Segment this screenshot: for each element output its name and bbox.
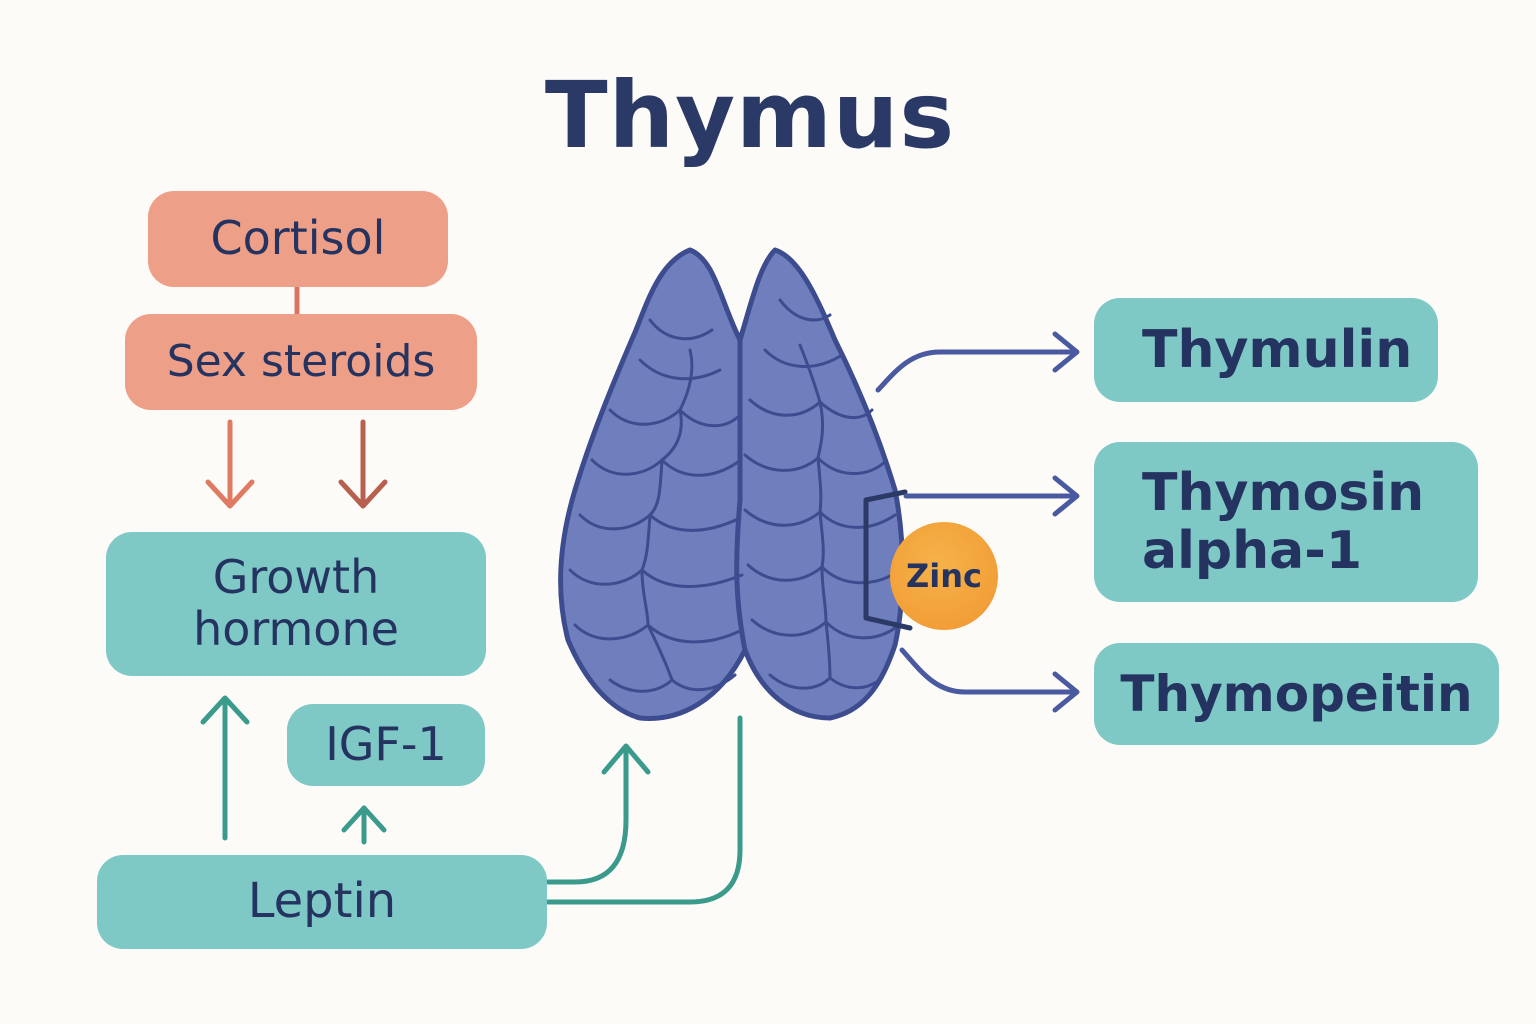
- thymus-left-lobe: [558, 247, 748, 721]
- sex-steroids-label: Sex steroids: [166, 336, 436, 388]
- igf1-label: IGF-1: [325, 717, 447, 772]
- thymus-to-thymopoietin-arrow: [899, 647, 1080, 713]
- thymus-to-thymulin-arrow: [875, 331, 1080, 393]
- thymus-gland-icon: [558, 247, 913, 721]
- igf1-box: IGF-1: [287, 704, 485, 786]
- zinc-badge: Zinc: [890, 522, 998, 630]
- leptin-box: Leptin: [97, 855, 547, 949]
- zinc-bracket: [863, 489, 913, 631]
- thymulin-label: Thymulin: [1142, 319, 1413, 380]
- leptin-to-thymus-arrowhead: [601, 743, 651, 775]
- cortisol-label: Cortisol: [210, 211, 386, 266]
- leptin-to-thymus-arrow: [545, 745, 629, 885]
- sex-steroids-down-arrow-left: [205, 419, 255, 509]
- thymulin-box: Thymulin: [1094, 298, 1438, 402]
- growth-hormone-label-line1: Growth: [212, 550, 380, 605]
- zinc-label: Zinc: [906, 557, 982, 595]
- leptin-to-igf1-arrow: [341, 805, 387, 845]
- thymosin-alpha-1-box: Thymosin alpha-1: [1094, 442, 1478, 602]
- diagram-title: Thymus: [544, 62, 956, 169]
- leptin-label: Leptin: [247, 873, 397, 930]
- sex-steroids-down-arrow-right: [338, 419, 388, 509]
- cortisol-box: Cortisol: [148, 191, 448, 287]
- leptin-to-growth-hormone-arrow: [200, 695, 250, 841]
- leptin-to-thymus-curve: [545, 715, 743, 905]
- thymus-to-thymosin-arrow: [903, 475, 1080, 517]
- growth-hormone-box: Growth hormone: [106, 532, 486, 676]
- thymosin-label-line2: alpha-1: [1142, 521, 1363, 581]
- sex-steroids-box: Sex steroids: [125, 314, 477, 410]
- thymosin-label-line1: Thymosin: [1142, 462, 1425, 523]
- thymopoietin-box: Thymopeitin: [1094, 643, 1499, 745]
- thymopoietin-label: Thymopeitin: [1120, 665, 1473, 723]
- growth-hormone-label-line2: hormone: [193, 602, 399, 656]
- thymus-lobule-texture: [568, 298, 902, 693]
